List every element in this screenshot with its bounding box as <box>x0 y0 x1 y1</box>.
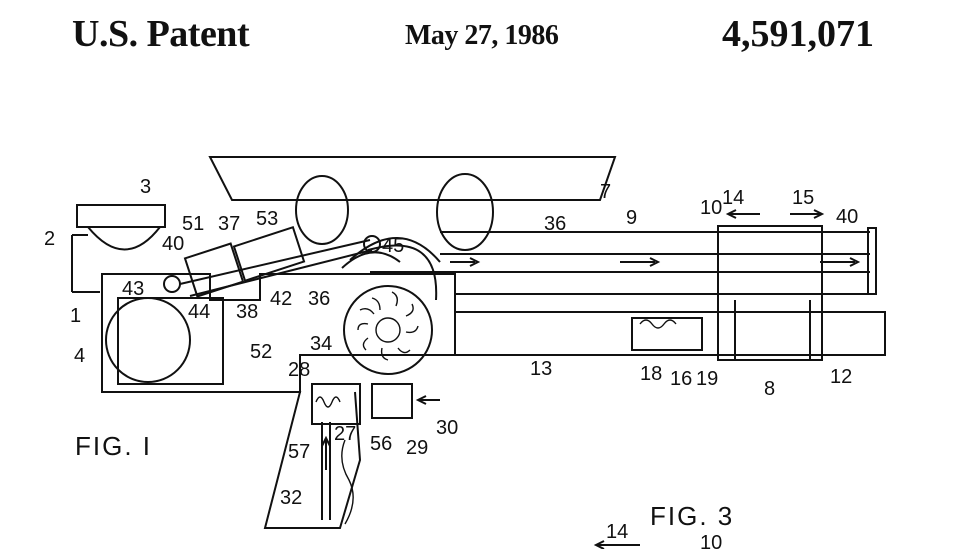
ref-10-fig3: 10 <box>700 532 722 549</box>
ref-14-fig3: 14 <box>606 521 628 543</box>
dome-2 <box>87 226 161 251</box>
ref-43: 43 <box>122 278 144 300</box>
ref-56: 56 <box>370 433 392 455</box>
ref-34: 34 <box>310 333 332 355</box>
ref-40-right: 40 <box>836 206 858 228</box>
ref-18: 18 <box>640 363 662 385</box>
ref-8: 8 <box>764 378 775 400</box>
patent-header: U.S. Patent May 27, 1986 4,591,071 <box>0 0 976 70</box>
ref-30: 30 <box>436 417 458 439</box>
ref-51: 51 <box>182 213 204 235</box>
ref-27: 27 <box>334 423 356 445</box>
reference-numerals: 3 7 2 51 37 53 40 43 44 38 42 45 36 36 9… <box>44 176 858 549</box>
ref-29: 29 <box>406 437 428 459</box>
grip-housing <box>102 391 362 529</box>
hopper-7 <box>208 156 617 201</box>
ref-57: 57 <box>288 441 310 463</box>
ref-42: 42 <box>270 288 292 310</box>
ref-3: 3 <box>140 176 151 198</box>
actuator-51 <box>183 242 245 298</box>
ref-12: 12 <box>830 366 852 388</box>
ref-16: 16 <box>670 368 692 390</box>
patent-date: May 27, 1986 <box>405 20 559 51</box>
ref-45: 45 <box>382 235 404 257</box>
ref-13: 13 <box>530 358 552 380</box>
rotor-34 <box>343 285 433 375</box>
ref-52: 52 <box>250 341 272 363</box>
slide-10 <box>717 225 823 361</box>
ref-2: 2 <box>44 228 55 250</box>
ref-4: 4 <box>74 345 85 367</box>
feed-curve-36 <box>367 244 438 301</box>
ref-38: 38 <box>236 301 258 323</box>
ref-37: 37 <box>218 213 240 235</box>
ref-7: 7 <box>600 181 611 203</box>
ref-44: 44 <box>188 301 210 323</box>
ref-9: 9 <box>626 207 637 229</box>
ref-36-left: 36 <box>308 288 330 310</box>
ref-14: 14 <box>722 187 744 209</box>
ref-40: 40 <box>162 233 184 255</box>
patent-office-title: U.S. Patent <box>72 13 250 55</box>
block-3 <box>76 204 166 228</box>
figure-3-caption: FIG. 3 <box>650 501 734 531</box>
ref-1: 1 <box>70 305 81 327</box>
roller-left <box>295 175 349 245</box>
ref-15: 15 <box>792 187 814 209</box>
ref-10: 10 <box>700 197 722 219</box>
latch-16 <box>631 317 703 351</box>
ref-19: 19 <box>696 368 718 390</box>
ref-36-right: 36 <box>544 213 566 235</box>
pivot-45 <box>363 235 381 253</box>
rail-12 <box>455 311 886 356</box>
figure-1-caption: FIG. I <box>75 431 152 461</box>
spring-57 <box>315 396 341 408</box>
pivot-43 <box>163 275 181 293</box>
trigger-housing-28 <box>311 383 361 425</box>
ref-32: 32 <box>280 487 302 509</box>
cylinder-53 <box>232 226 306 282</box>
patent-number: 4,591,071 <box>722 13 874 55</box>
ref-53: 53 <box>256 208 278 230</box>
roller-right <box>436 173 494 251</box>
valve-56 <box>371 383 413 419</box>
muzzle-plate-40 <box>867 227 877 295</box>
ref-28: 28 <box>288 359 310 381</box>
motor-housing <box>117 297 224 385</box>
